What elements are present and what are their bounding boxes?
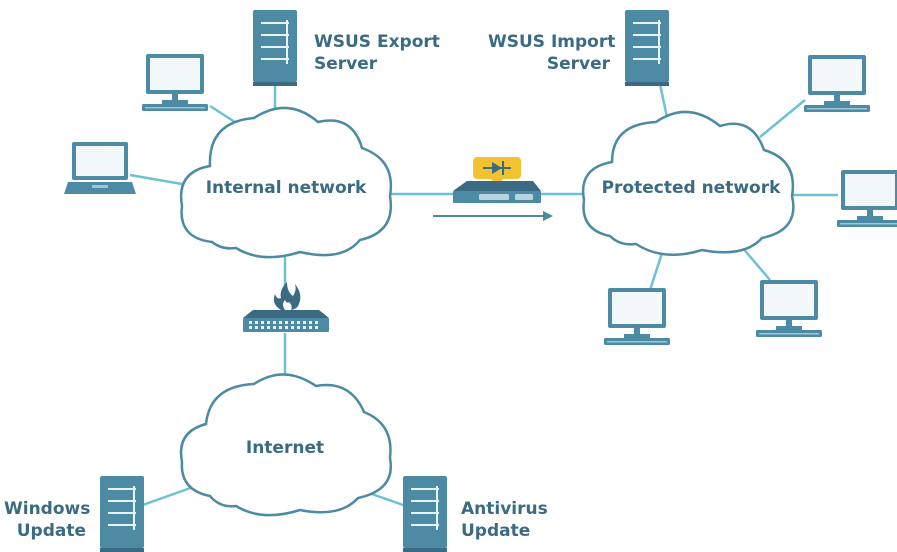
windows-update-label: Windows Update <box>4 499 91 541</box>
internal-network-label: Internal network <box>205 178 367 198</box>
cloud-icon-internet <box>179 373 393 517</box>
wsus-import-server-label: WSUS Import Server <box>488 32 616 74</box>
arrow-right-icon <box>433 211 553 221</box>
data-diode-icon <box>453 157 541 203</box>
cloud-icon-protected-network <box>581 110 795 256</box>
server-icon-antivirus-update <box>403 476 447 552</box>
server-icon-wsus-export <box>253 10 297 86</box>
laptop-icon <box>64 142 136 194</box>
cloud-icon-internal-network <box>179 106 393 259</box>
server-icon-windows-update <box>100 476 144 552</box>
antivirus-update-label: Antivirus Update <box>461 499 548 541</box>
desktop-icon-protected-bottom-left <box>604 288 670 345</box>
firewall-icon <box>243 282 329 332</box>
protected-network-label: Protected network <box>601 178 781 198</box>
desktop-icon-protected-right <box>837 170 897 227</box>
desktop-icon-protected-top <box>804 55 870 112</box>
desktop-icon-internal-top <box>142 54 208 111</box>
desktop-icon-protected-bottom-right <box>756 280 822 337</box>
wsus-export-server-label: WSUS Export Server <box>314 32 440 74</box>
server-icon-wsus-import <box>625 10 669 86</box>
internet-label: Internet <box>245 438 325 458</box>
